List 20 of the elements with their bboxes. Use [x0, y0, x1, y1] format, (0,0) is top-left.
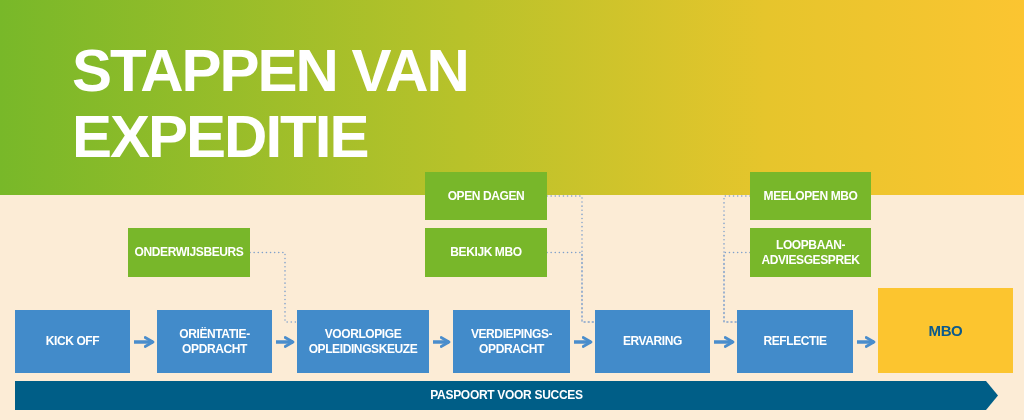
step-box: ORIËNTATIE- OPDRACHT — [157, 310, 272, 373]
step-box: REFLECTIE — [737, 310, 853, 373]
step-box: ERVARING — [595, 310, 710, 373]
activity-box: MEELOPEN MBO — [750, 172, 871, 220]
arrow — [276, 336, 295, 348]
step-box: VERDIEPINGS- OPDRACHT — [453, 310, 570, 373]
step-box: VOORLOPIGE OPLEIDINGSKEUZE — [297, 310, 429, 373]
activity-box: OPEN DAGEN — [425, 172, 547, 220]
title: STAPPEN VAN EXPEDITIE — [72, 38, 469, 170]
banner-label: PASPOORT VOOR SUCCES — [430, 388, 583, 403]
activity-box: LOOPBAAN- ADVIESGESPREK — [750, 228, 871, 277]
arrow — [134, 336, 155, 348]
arrow — [574, 336, 593, 348]
goal-box: MBO — [878, 288, 1013, 373]
activity-box: BEKIJK MBO — [425, 228, 547, 277]
arrow — [433, 336, 451, 348]
step-box: KICK OFF — [15, 310, 130, 373]
arrow — [714, 336, 735, 348]
activity-box: ONDERWIJSBEURS — [128, 228, 250, 277]
arrow — [857, 336, 876, 348]
